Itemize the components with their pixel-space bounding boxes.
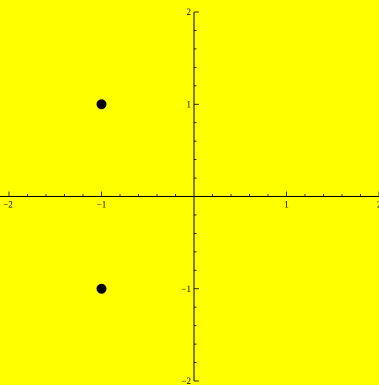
x-tick-label: −2	[3, 200, 13, 210]
y-tick-label: 2	[187, 7, 192, 17]
x-tick-label: 2	[377, 200, 379, 210]
tick-labels: −2 −1 1 2 −2 −1 1 2	[3, 7, 379, 385]
data-point	[96, 283, 107, 294]
y-tick-label: −1	[181, 284, 191, 294]
data-points	[96, 99, 107, 294]
y-tick-label: −2	[181, 376, 191, 385]
axes	[0, 12, 379, 381]
x-tick-label: 1	[284, 200, 289, 210]
data-point	[96, 99, 107, 110]
x-tick-label: −1	[97, 200, 107, 210]
y-tick-label: 1	[187, 99, 192, 109]
